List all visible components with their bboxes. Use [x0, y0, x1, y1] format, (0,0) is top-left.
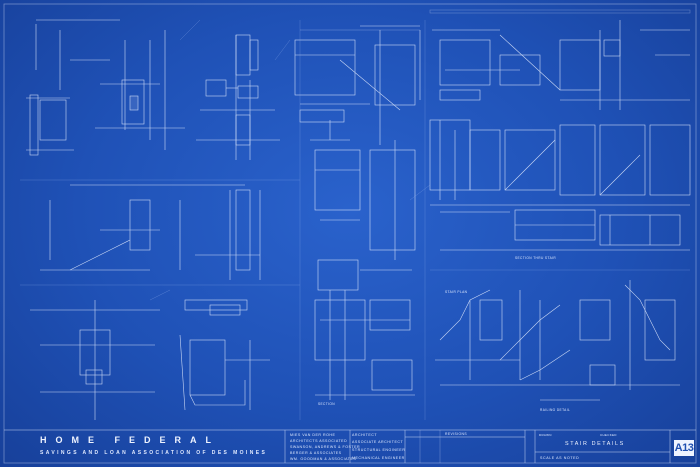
- stair-plan: [440, 209, 690, 251]
- checked-label: CHECKED: [600, 433, 617, 437]
- firm-line-4: BERGER & ASSOCIATES: [290, 451, 342, 455]
- label-railing-detail: RAILING DETAIL: [540, 408, 571, 412]
- role-line-3: STRUCTURAL ENGINEER: [352, 448, 406, 452]
- detail-mid-center: [314, 140, 416, 291]
- label-section: SECTION: [318, 402, 335, 406]
- sheet-title: STAIR DETAILS: [565, 441, 625, 447]
- sheet-number: A13: [674, 440, 694, 456]
- title-block-frame: [4, 429, 696, 463]
- firm-line-1: MIES VAN DER ROHE: [290, 433, 336, 437]
- detail-railing-top: [294, 25, 421, 145]
- project-title: HOME FEDERAL: [40, 435, 220, 445]
- detail-top-left: [26, 19, 185, 156]
- detail-mid-left: [40, 184, 261, 280]
- detail-top-center: [196, 34, 280, 160]
- scale-label: SCALE AS NOTED: [540, 456, 580, 460]
- role-line-2: ASSOCIATE ARCHITECT: [352, 440, 404, 444]
- stair-sections: [429, 119, 691, 206]
- revisions-header: REVISIONS: [445, 432, 468, 436]
- detail-top-right: [429, 9, 691, 110]
- detail-lower-left: [30, 299, 270, 420]
- firm-line-3: SWANSON, ANDREWS & FOSTER: [290, 445, 361, 449]
- role-line-1: ARCHITECT: [352, 433, 378, 437]
- detail-lower-center: [314, 290, 415, 400]
- firm-line-5: WM. GOODMAN & ASSOCIATES: [290, 457, 357, 461]
- label-stair-plan: STAIR PLAN: [445, 290, 468, 294]
- role-line-4: MECHANICAL ENGINEER: [352, 456, 405, 460]
- drawn-label: DRAWN: [539, 433, 552, 437]
- project-subtitle: SAVINGS AND LOAN ASSOCIATION OF DES MOIN…: [40, 450, 268, 456]
- detail-lower-right: [435, 280, 680, 401]
- firm-line-2: ARCHITECTS ASSOCIATED: [290, 439, 348, 443]
- label-section-thru-stair: SECTION THRU STAIR: [515, 256, 557, 260]
